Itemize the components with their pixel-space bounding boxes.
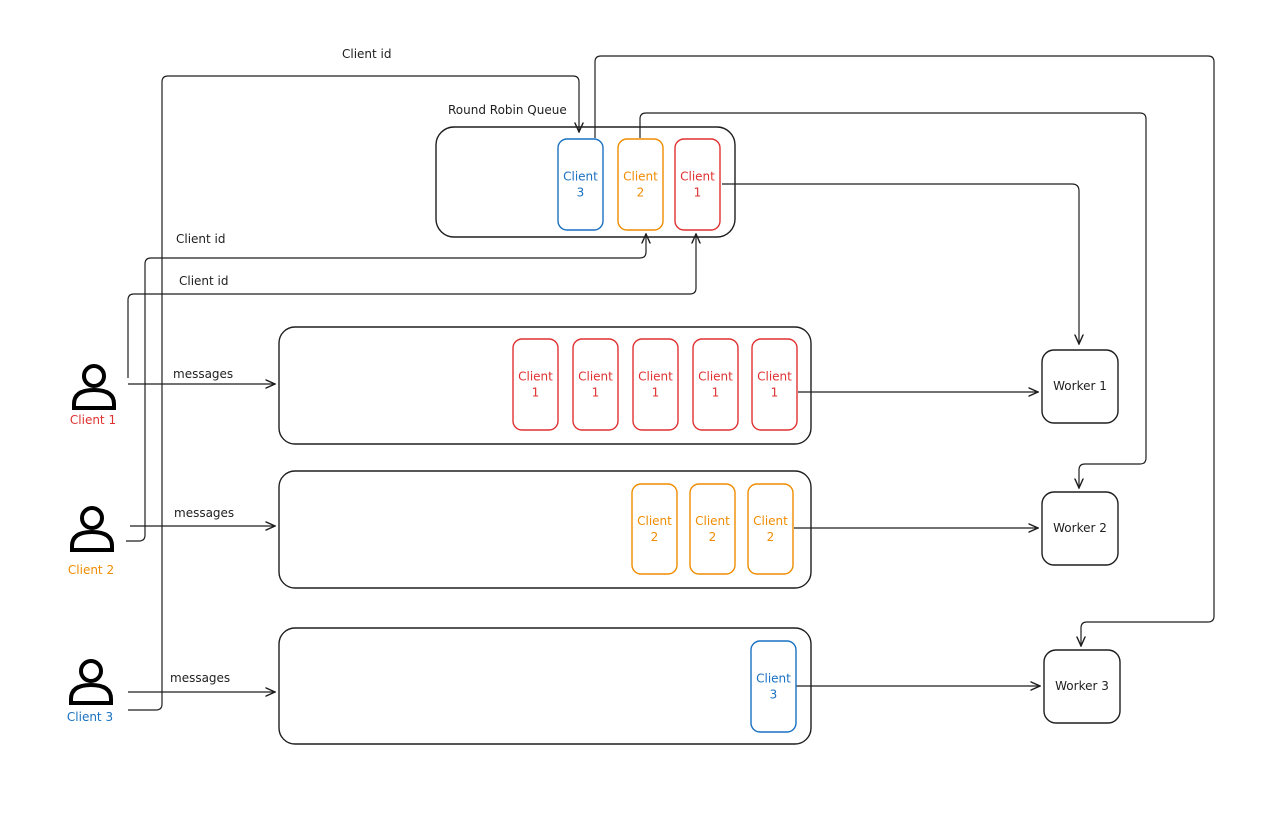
round-robin-title: Round Robin Queue [448, 103, 567, 117]
queue-2-card: Client 2 [689, 483, 736, 575]
queue-3-card: Client 3 [750, 640, 797, 733]
queue-1-card-number: 1 [532, 386, 540, 400]
rr-card-client3-box [557, 138, 604, 231]
client-2-label: Client 2 [68, 563, 114, 577]
edge-labels: Client id Client id Client id messages m… [170, 47, 392, 685]
rr-card-client2-number: 2 [637, 186, 645, 200]
queue-3-card-label: Client [756, 672, 791, 686]
worker-2-label: Worker 2 [1053, 521, 1107, 535]
queue-2-card-box [747, 483, 794, 575]
queue-2-card-number: 2 [709, 530, 717, 544]
worker-2-box [1041, 491, 1119, 566]
rr-card-client1: Client 1 [674, 138, 721, 231]
rr-card-client1-number: 1 [694, 186, 702, 200]
worker-1-box [1041, 349, 1119, 424]
rr-to-worker1-wire [722, 183, 1079, 344]
rr-card-client1-label: Client [680, 170, 715, 184]
queue-1-card-number: 1 [592, 386, 600, 400]
queue-1-card: Client 1 [751, 338, 798, 431]
worker-1-label: Worker 1 [1053, 379, 1107, 393]
rr-to-worker3-wire [594, 55, 1215, 646]
queue-1-card-label: Client [578, 370, 613, 384]
mid-client-id-label-2: Client id [179, 274, 229, 288]
client-1: Client 1 [70, 364, 116, 427]
rr-card-client3-number: 3 [577, 186, 585, 200]
queue-1-card: Client 1 [632, 338, 679, 431]
queue-3-card-box [750, 640, 797, 733]
rr-card-client3: Client 3 [557, 138, 604, 231]
rr-card-client2-label: Client [623, 170, 658, 184]
round-robin-cards: Client 3 Client 2 Client 1 [557, 138, 721, 231]
client2-id-wire [126, 234, 646, 542]
message-queues: Client1Client1Client1Client1Client1Clien… [278, 326, 812, 745]
workers: Worker 1 Worker 2 Worker 3 [1041, 349, 1121, 724]
client-3: Client 3 [67, 659, 113, 724]
queue-2-card-label: Client [637, 514, 672, 528]
rr-card-client1-box [674, 138, 721, 231]
rr-card-client3-label: Client [563, 170, 598, 184]
queue-client3-container [278, 627, 812, 745]
queue-1-card-box [751, 338, 798, 431]
worker-3-label: Worker 3 [1055, 679, 1109, 693]
client-3-label: Client 3 [67, 710, 113, 724]
queue-2-card-number: 2 [767, 530, 775, 544]
worker-3-box [1043, 649, 1121, 724]
client-2: Client 2 [68, 506, 114, 577]
queue-1-card-number: 1 [652, 386, 660, 400]
queue-client1-container [278, 326, 812, 445]
client1-id-wire [127, 234, 696, 378]
queue-cards: Client1Client1Client1Client1Client1Clien… [512, 338, 798, 733]
round-robin-queue: Round Robin Queue Client 3 Client 2 Client 1 [435, 103, 736, 238]
messages-label-2: messages [174, 506, 234, 520]
person-icon [69, 659, 113, 705]
rr-card-client2: Client 2 [617, 138, 664, 231]
queue-1-card-box [632, 338, 679, 431]
queue-1-card-label: Client [757, 370, 792, 384]
mid-client-id-label-1: Client id [176, 232, 226, 246]
queue-1-card-label: Client [698, 370, 733, 384]
round-robin-container [435, 126, 736, 238]
queue-2-card-box [631, 483, 678, 575]
messages-label-1: messages [173, 367, 233, 381]
queue-1-card-box [692, 338, 739, 431]
person-icon [72, 364, 116, 410]
top-client-id-label: Client id [342, 47, 392, 61]
rr-card-client2-box [617, 138, 664, 231]
queue-1-card-label: Client [518, 370, 553, 384]
person-icon [70, 506, 114, 552]
queue-2-card: Client 2 [631, 483, 678, 575]
queue-2-card-number: 2 [651, 530, 659, 544]
queue-1-card-box [512, 338, 559, 431]
queue-client2-container [278, 470, 812, 589]
queue-1-card: Client 1 [572, 338, 619, 431]
queue-2-card-box [689, 483, 736, 575]
queue-1-card: Client 1 [512, 338, 559, 431]
connectors [126, 55, 1215, 711]
queue-1-card-label: Client [638, 370, 673, 384]
queue-2-card-label: Client [695, 514, 730, 528]
rr-to-worker2-wire [639, 112, 1147, 488]
client3-id-wire [128, 75, 579, 711]
queue-3-card-number: 3 [770, 688, 778, 702]
clients: Client 1 Client 2 Client 3 [67, 364, 116, 724]
queue-1-card-box [572, 338, 619, 431]
client-1-label: Client 1 [70, 413, 116, 427]
queue-2-card-label: Client [753, 514, 788, 528]
queue-1-card: Client 1 [692, 338, 739, 431]
queue-2-card: Client 2 [747, 483, 794, 575]
queue-1-card-number: 1 [712, 386, 720, 400]
queue-1-card-number: 1 [771, 386, 779, 400]
messages-label-3: messages [170, 671, 230, 685]
